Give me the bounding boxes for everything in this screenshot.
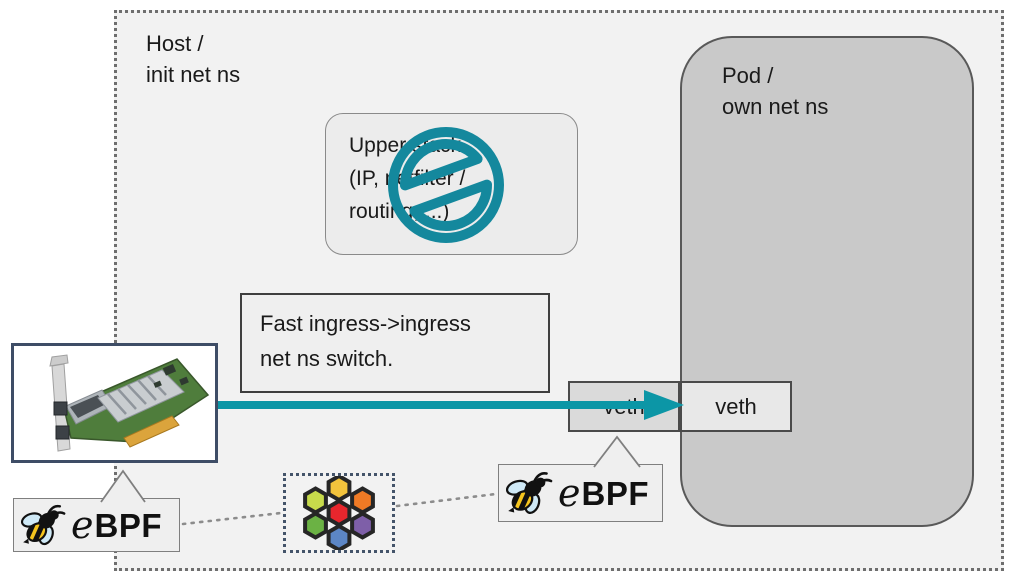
ebpf-host-badge: e BPF bbox=[13, 498, 180, 552]
veth-host-box: veth bbox=[568, 381, 680, 432]
host-label-line1: Host / bbox=[146, 31, 204, 56]
ebpf-pod-badge: e BPF bbox=[498, 464, 663, 522]
nic-heatsink bbox=[97, 369, 185, 423]
ebpf-e-glyph: e bbox=[558, 471, 581, 515]
ebpf-pod-badge-pointer bbox=[593, 435, 641, 469]
host-label-line2: init net ns bbox=[146, 62, 241, 87]
nic-chip-3 bbox=[153, 380, 162, 388]
cilium-hex-center bbox=[326, 499, 352, 527]
nic-heatsink-fins bbox=[107, 375, 167, 415]
ebpf-bee-icon bbox=[21, 504, 66, 546]
no-entry-ring bbox=[388, 127, 504, 243]
host-netns-label: Host / init net ns bbox=[146, 28, 240, 90]
fast-ingress-line2: net ns switch. bbox=[260, 346, 394, 371]
no-entry-lower-lens bbox=[409, 179, 493, 231]
nic-pcie-connector bbox=[123, 415, 180, 448]
cilium-hex-lower-left bbox=[303, 511, 328, 540]
nic-chip-2 bbox=[179, 376, 189, 386]
veth-pod-label: veth bbox=[715, 393, 757, 419]
ebpf-host-badge-pointer bbox=[100, 469, 146, 504]
nic-bracket-tab bbox=[49, 354, 69, 367]
nic-sfp-opening bbox=[70, 395, 104, 418]
nic-chip-1 bbox=[162, 363, 177, 376]
pointer-fill bbox=[594, 437, 640, 469]
pointer-stroke bbox=[593, 435, 641, 468]
pod-netns-box bbox=[680, 36, 974, 527]
veth-host-label: veth bbox=[603, 393, 645, 419]
pod-label-line1: Pod / bbox=[722, 63, 774, 88]
pointer-fill bbox=[101, 471, 145, 504]
cilium-logo bbox=[303, 476, 375, 550]
fast-ingress-note: Fast ingress->ingress net ns switch. bbox=[240, 293, 550, 393]
ebpf-bee-icon bbox=[506, 471, 553, 514]
no-entry-upper-lens bbox=[399, 139, 483, 191]
ebpf-bpf-label: BPF bbox=[581, 474, 649, 512]
pod-label-line2: own net ns bbox=[722, 94, 829, 119]
nic-port-1 bbox=[53, 401, 68, 416]
cilium-hex-bottom bbox=[326, 524, 352, 550]
cilium-hex-upper-right bbox=[350, 486, 375, 515]
cilium-logo-box bbox=[283, 473, 395, 553]
cilium-hex-lower-right bbox=[350, 511, 375, 540]
nic-photo bbox=[11, 343, 218, 463]
no-entry-icon bbox=[388, 127, 504, 243]
fast-ingress-line1: Fast ingress->ingress bbox=[260, 311, 471, 336]
cilium-hex-top bbox=[326, 476, 352, 502]
pointer-stroke bbox=[100, 469, 146, 503]
nic-illustration bbox=[49, 354, 210, 452]
cilium-hex-upper-left bbox=[303, 486, 328, 515]
ebpf-bpf-label: BPF bbox=[94, 506, 162, 544]
ebpf-e-glyph: e bbox=[71, 503, 94, 547]
pod-netns-label: Pod / own net ns bbox=[722, 60, 828, 122]
veth-pod-box: veth bbox=[680, 381, 792, 432]
nic-port-2 bbox=[55, 425, 70, 440]
